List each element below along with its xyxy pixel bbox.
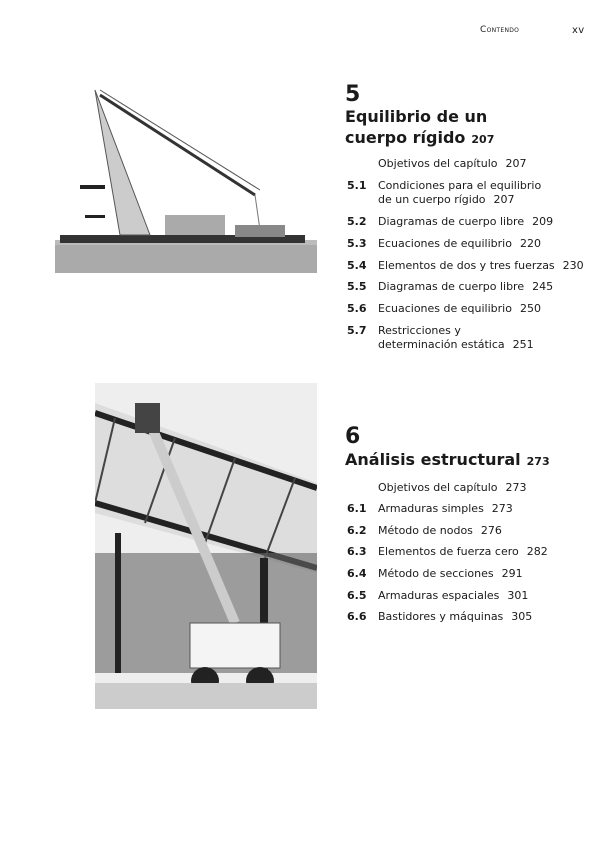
entry-text: Elementos de dos y tres fuerzas bbox=[378, 259, 555, 272]
entry-page: 276 bbox=[480, 524, 502, 537]
entry-number: 5.5 bbox=[347, 280, 367, 293]
running-header: Contendo bbox=[480, 25, 520, 35]
entry-number: 6.5 bbox=[347, 589, 367, 602]
entry-text: Elementos de fuerza cero bbox=[378, 545, 519, 558]
entry-page: 282 bbox=[526, 545, 548, 558]
chapter-title-text: Análisis estructural bbox=[345, 450, 521, 469]
chapter-page: 207 bbox=[471, 133, 495, 146]
entry-page: 291 bbox=[501, 567, 523, 580]
entry-number: 5.4 bbox=[347, 259, 367, 272]
entry-page: 209 bbox=[532, 215, 554, 228]
entry-text: Método de nodos bbox=[378, 524, 473, 537]
entry-text: Restricciones y determinación estática bbox=[378, 324, 505, 351]
entry-text: Armaduras espaciales bbox=[378, 589, 500, 602]
entry-page: 273 bbox=[505, 481, 527, 494]
entry-text: Ecuaciones de equilibrio bbox=[378, 237, 512, 250]
entry-page: 305 bbox=[511, 610, 533, 623]
entry-page: 245 bbox=[532, 280, 554, 293]
entry-page: 273 bbox=[491, 502, 513, 515]
chapter-number: 6 bbox=[345, 424, 361, 449]
entry-number: 5.6 bbox=[347, 302, 367, 315]
entry-page: 251 bbox=[512, 338, 534, 351]
entry-number: 5.1 bbox=[347, 179, 367, 192]
floating-crane-photo bbox=[55, 65, 317, 273]
entry-number: 5.2 bbox=[347, 215, 367, 228]
entry-page: 207 bbox=[505, 157, 527, 170]
chapter-title: Análisis estructural 273 bbox=[345, 449, 585, 472]
entry-page: 220 bbox=[519, 237, 541, 250]
entry-text: Diagramas de cuerpo libre bbox=[378, 215, 525, 228]
entry-page: 301 bbox=[507, 589, 529, 602]
entry-page: 250 bbox=[519, 302, 541, 315]
aerial-lift-photo bbox=[95, 383, 317, 709]
entry-number: 6.4 bbox=[347, 567, 367, 580]
entry-number: 6.6 bbox=[347, 610, 367, 623]
entry-page: 230 bbox=[562, 259, 584, 272]
entry-number: 5.3 bbox=[347, 237, 367, 250]
entry-text: Armaduras simples bbox=[378, 502, 484, 515]
entry-text: Condiciones para el equilibrio de un cue… bbox=[378, 179, 542, 206]
entry-number: 6.3 bbox=[347, 545, 367, 558]
page-number: xv bbox=[572, 25, 585, 36]
entry-text: Objetivos del capítulo bbox=[378, 157, 498, 170]
entry-number: 6.1 bbox=[347, 502, 367, 515]
entry-text: Método de secciones bbox=[378, 567, 494, 580]
entry-number: 5.7 bbox=[347, 324, 367, 337]
entry-text: Objetivos del capítulo bbox=[378, 481, 498, 494]
chapter-title-text: Equilibrio de un cuerpo rígido bbox=[345, 107, 488, 147]
chapter-number: 5 bbox=[345, 82, 361, 107]
chapter-page: 273 bbox=[526, 455, 550, 468]
entry-text: Diagramas de cuerpo libre bbox=[378, 280, 525, 293]
entry-text: Ecuaciones de equilibrio bbox=[378, 302, 512, 315]
entry-page: 207 bbox=[493, 193, 515, 206]
entry-text: Bastidores y máquinas bbox=[378, 610, 504, 623]
entry-number: 6.2 bbox=[347, 524, 367, 537]
